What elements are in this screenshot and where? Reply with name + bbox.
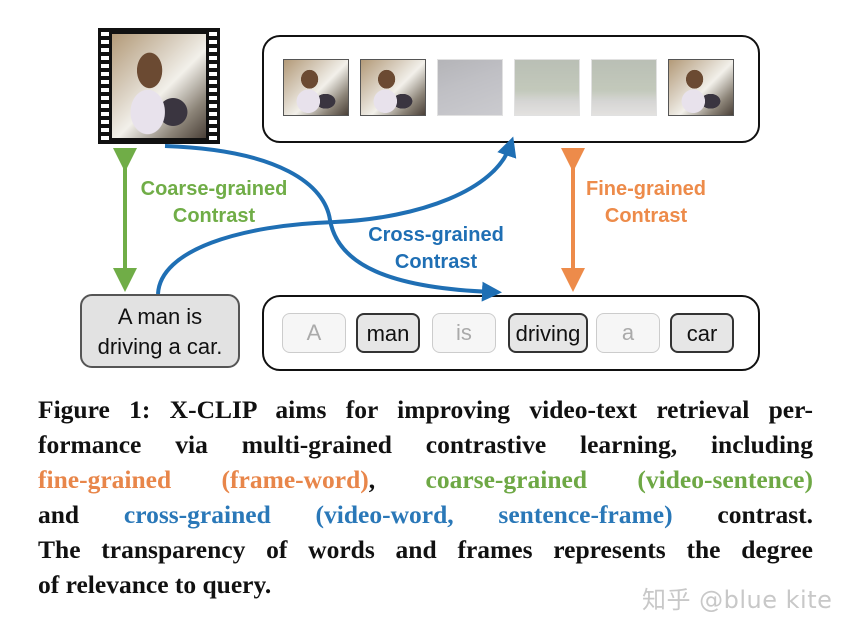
word-token: man: [356, 313, 420, 353]
words-panel: A man is driving a car: [262, 295, 760, 371]
caption-line-6: of relevance to query.: [38, 570, 272, 599]
caption-contrast: contrast.: [672, 500, 813, 529]
caption-line-4: and cross-grained (video-word, sentence-…: [38, 497, 813, 532]
sentence-line-2: driving a car.: [97, 334, 223, 359]
cross-label-line-1: Cross-grained: [368, 224, 504, 246]
word-token: is: [432, 313, 496, 353]
video-to-word-arrow-icon: [164, 144, 502, 302]
watermark: 知乎 @blue kite: [642, 586, 833, 614]
contrast-arrows: [113, 136, 585, 302]
frame-3: [437, 59, 503, 116]
film-sprocket-holes-left: [101, 32, 109, 140]
sentence-line-1: A man is: [117, 304, 203, 329]
caption-cross-grained: cross-grained (video-word, sentence-fram…: [123, 500, 673, 529]
fine-grained-label: Fine-grained Contrast: [572, 176, 720, 230]
frame-1: [283, 59, 349, 116]
fine-label-line-2: Contrast: [604, 205, 688, 227]
video-thumbnail: [112, 34, 206, 138]
caption-line-2: formance via multi-grained contrastive l…: [38, 430, 813, 459]
coarse-label-line-1: Coarse-grained: [140, 178, 288, 200]
video-film-strip: [98, 28, 220, 144]
film-sprocket-holes-right: [209, 32, 217, 140]
sentence-to-frame-arrow-icon: [156, 136, 517, 295]
figure-caption: Figure 1: X-CLIP aims for improving vide…: [38, 392, 813, 602]
frames-panel: [262, 35, 760, 143]
sentence-box: A man is driving a car.: [80, 294, 240, 368]
coarse-label-line-2: Contrast: [172, 205, 256, 227]
frame-5: [591, 59, 657, 116]
fine-label-line-1: Fine-grained: [585, 178, 706, 200]
coarse-grained-label: Coarse-grained Contrast: [128, 176, 300, 230]
word-token: a: [596, 313, 660, 353]
caption-line-3: fine-grained (frame-word), coarse-graine…: [38, 462, 813, 497]
caption-line-1: Figure 1: X-CLIP aims for improving vide…: [38, 395, 813, 424]
caption-fine-grained: fine-grained (frame-word): [38, 465, 369, 494]
word-token: driving: [508, 313, 588, 353]
word-token: A: [282, 313, 346, 353]
frame-4: [514, 59, 580, 116]
cross-grained-label: Cross-grained Contrast: [354, 222, 518, 276]
caption-sep: ,: [368, 465, 426, 494]
caption-coarse-grained: coarse-grained (video-sentence): [425, 465, 813, 494]
caption-line-5: The transparency of words and frames rep…: [38, 535, 813, 564]
frame-6: [668, 59, 734, 116]
word-token: car: [670, 313, 734, 353]
frame-2: [360, 59, 426, 116]
caption-and: and: [38, 500, 124, 529]
cross-label-line-2: Contrast: [394, 251, 478, 273]
